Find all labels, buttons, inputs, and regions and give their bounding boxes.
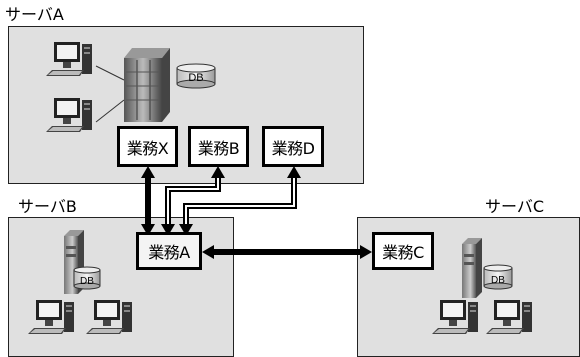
server-c-db-label: DB [491, 275, 505, 286]
job-a-box: 業務A [136, 232, 202, 270]
database-icon: DB [176, 63, 216, 89]
arrow-job-b-job-a [161, 166, 225, 236]
pc-icon [86, 300, 132, 334]
database-icon: DB [483, 264, 513, 290]
pc-icon [46, 42, 92, 76]
job-d-box: 業務D [262, 126, 324, 167]
server-a-title: サーバA [5, 5, 64, 24]
arrow-job-d-job-a [179, 166, 301, 236]
arrow-job-a-job-c [202, 245, 372, 259]
tower-server-icon [462, 238, 482, 298]
job-x-box: 業務X [117, 126, 178, 167]
job-c-box: 業務C [372, 232, 434, 270]
server-a-db-label: DB [188, 72, 203, 84]
job-b-box: 業務B [188, 126, 249, 167]
pc-icon [432, 300, 478, 334]
pc-icon [46, 98, 92, 132]
pc-icon [28, 300, 74, 334]
server-c-title: サーバC [485, 197, 545, 216]
arrow-job-x-job-a [141, 166, 155, 236]
server-b-title: サーバB [18, 197, 77, 216]
rack-server-icon [124, 48, 170, 122]
database-icon: DB [73, 266, 101, 290]
server-b-db-label: DB [80, 276, 94, 287]
pc-icon [486, 300, 532, 334]
